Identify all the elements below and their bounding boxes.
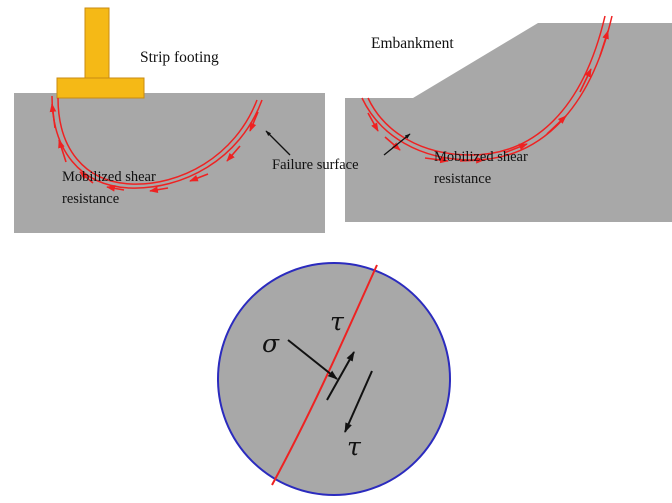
soil-block-left (14, 93, 325, 233)
failure-surface-detail-curve (271, 264, 378, 486)
shear-arrow-l3 (79, 171, 94, 184)
mobilized-shear-label-right-line2: resistance (434, 171, 491, 187)
shear-arrow-r2 (384, 136, 401, 151)
embankment-heading: Embankment (371, 35, 454, 52)
shear-arrow-r7 (579, 68, 592, 93)
footing-column (84, 7, 110, 79)
shear-stress-arrow-bottom (344, 370, 373, 433)
mobilized-shear-arrows-right (367, 30, 609, 164)
shear-arrow-l7 (226, 145, 241, 162)
failure-arc-right-inner (367, 15, 606, 156)
footing-base-pad (56, 77, 145, 99)
detail-circle-outline (217, 262, 451, 496)
stress-element-detail: σ τ τ (217, 262, 451, 496)
shear-arrow-l4 (106, 185, 125, 192)
failure-surface-leader-left (265, 130, 291, 156)
normal-stress-label: σ (262, 329, 280, 358)
failure-surface-callout: Failure surface (265, 130, 411, 173)
strip-footing-heading: Strip footing (140, 49, 219, 66)
shear-arrow-l8 (249, 111, 259, 132)
shear-arrow-l1 (49, 103, 57, 129)
failure-surface-leader-right (383, 133, 411, 156)
shear-stress-label-top: τ (330, 307, 345, 336)
shear-arrow-l2 (58, 139, 67, 163)
shear-arrow-r6 (546, 115, 567, 135)
embankment-panel: Embankment Mobilized shear resistance (345, 15, 672, 222)
mobilized-shear-label-left-line2: resistance (62, 191, 119, 207)
failure-arc-left-inner (57, 97, 258, 185)
shear-arrow-r5 (503, 143, 528, 154)
shear-arrow-r1 (367, 112, 379, 132)
shear-stress-label-bottom: τ (347, 432, 362, 461)
shear-stress-arrow-top (326, 351, 355, 401)
mobilized-shear-label-left-line1: Mobilized shear (62, 169, 156, 185)
shear-arrow-r3 (424, 156, 449, 164)
shear-arrow-l5 (149, 186, 169, 193)
failure-surface-label: Failure surface (272, 157, 359, 173)
strip-footing-structure (56, 7, 145, 99)
mobilized-shear-label-right-line1: Mobilized shear (434, 149, 528, 165)
mobilized-shear-arrows-left (49, 103, 259, 193)
shear-arrow-l6 (189, 173, 209, 182)
shear-arrow-r8 (599, 30, 609, 57)
strip-footing-panel: Strip footing Mobilized shear resistance (14, 7, 325, 233)
normal-stress-arrow (287, 339, 338, 380)
soil-block-right (345, 23, 672, 222)
shear-arrow-r4 (459, 156, 485, 164)
